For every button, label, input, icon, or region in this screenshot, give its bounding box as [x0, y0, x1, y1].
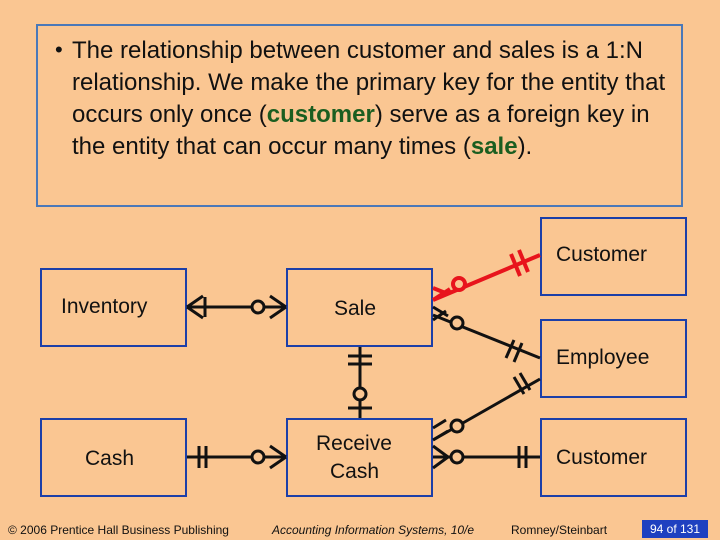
- connector-employee-receive-cash: [432, 372, 541, 442]
- entity-customer-bottom-label: Customer: [556, 446, 648, 469]
- entity-customer-top-label: Customer: [556, 243, 648, 266]
- footer-book-title: Accounting Information Systems, 10/e: [272, 523, 475, 537]
- entity-customer-bottom: [540, 418, 687, 497]
- entity-customer-top: [540, 217, 687, 296]
- entity-cash-label: Cash: [85, 447, 135, 470]
- entity-employee-label: Employee: [556, 346, 650, 369]
- connector-sale-employee: [432, 305, 541, 363]
- entity-receive-cash-label-line1: Receive: [316, 432, 392, 455]
- footer-authors: Romney/Steinbart: [511, 523, 608, 537]
- connector-receive-cash-customer: [432, 444, 540, 470]
- entity-sale-label: Sale: [334, 297, 377, 320]
- highlight-sale: sale: [470, 133, 518, 160]
- bullet-text-box: • The relationship between customer and …: [36, 24, 683, 207]
- entity-cash: [40, 418, 187, 497]
- entity-sale: [286, 268, 433, 347]
- highlight-customer: customer: [266, 101, 375, 128]
- connector-inventory-sale: [186, 294, 287, 320]
- entity-receive-cash: [286, 418, 433, 497]
- bullet-text-part-2: ) serve as a foreign key in the entity t…: [72, 101, 650, 160]
- connector-sale-receive-cash: [348, 347, 372, 418]
- entity-inventory: [40, 268, 187, 347]
- entity-employee: [540, 319, 687, 398]
- footer-publisher: © 2006 Prentice Hall Business Publishing: [8, 523, 229, 537]
- connector-sale-customer: [431, 249, 541, 302]
- entity-receive-cash-label-line2: Cash: [330, 460, 380, 483]
- bullet-text-part-3: ).: [517, 133, 533, 160]
- bullet-paragraph: The relationship between customer and sa…: [72, 35, 684, 163]
- connector-cash-receive-cash: [187, 444, 287, 470]
- bullet-point-icon: •: [55, 37, 63, 62]
- footer-page-number: 94 of 131: [642, 520, 708, 538]
- bullet-text-part-1: The relationship between customer and sa…: [72, 37, 666, 128]
- entity-inventory-label: Inventory: [61, 295, 148, 318]
